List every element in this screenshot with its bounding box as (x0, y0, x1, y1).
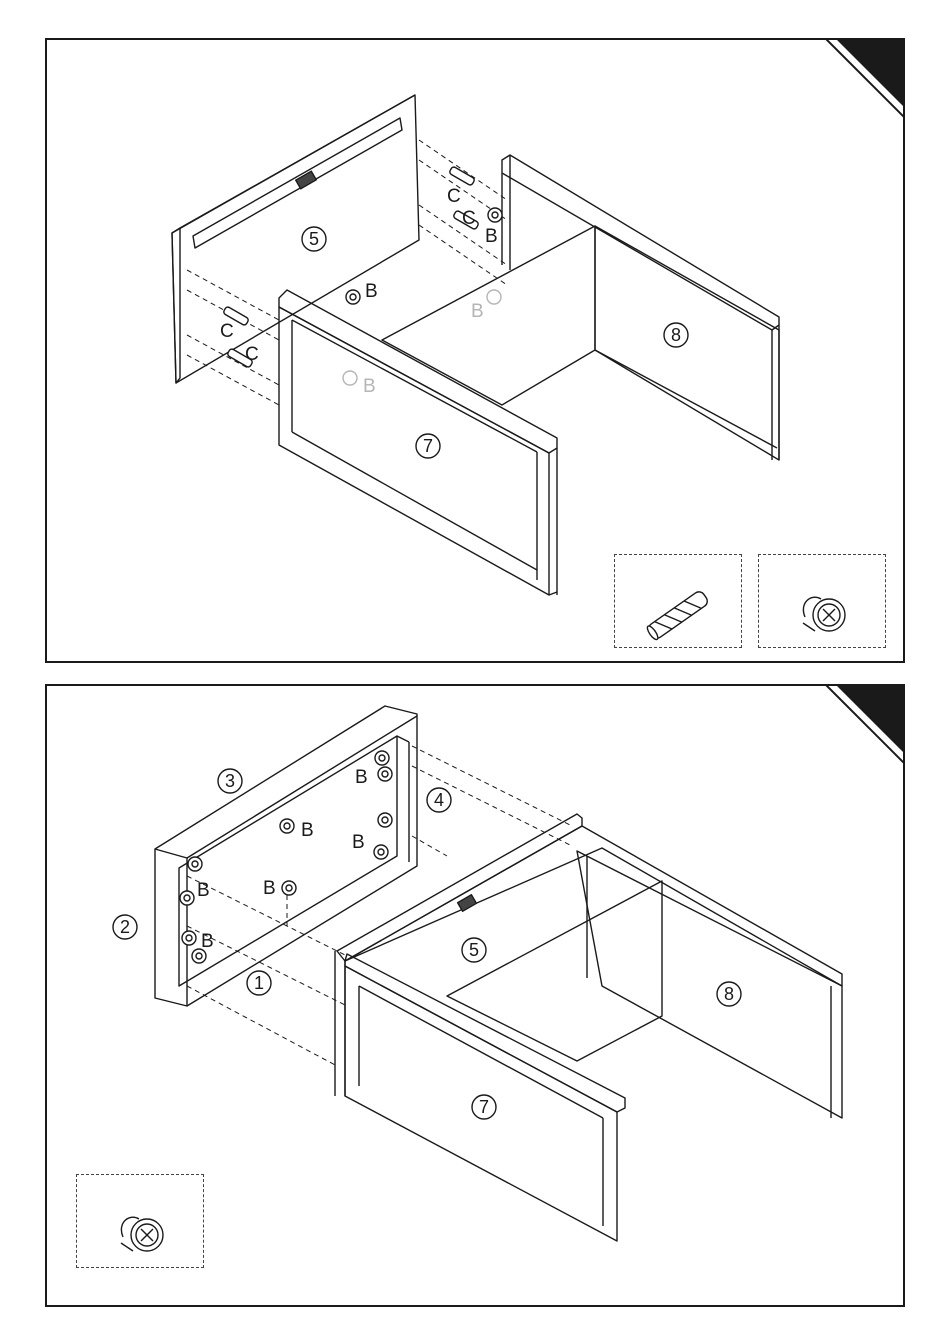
cam-lock-icon (77, 1175, 203, 1267)
step-panel-2: 3 4 2 1 5 8 7 B B B B B B (45, 684, 905, 1307)
panel-8-number: 8 (724, 984, 734, 1004)
hardware-c-label-1: C (447, 186, 461, 207)
panel-7-number: 7 (479, 1097, 489, 1117)
assembly-guide-lines (187, 140, 507, 405)
panel-5-number: 5 (469, 940, 479, 960)
cam-lock-inset-2 (76, 1174, 204, 1268)
dowel-inset (614, 554, 742, 648)
hardware-b-label-6: B (201, 931, 214, 952)
hardware-b-label-4: B (363, 376, 376, 397)
panel-7-number: 7 (423, 436, 433, 456)
hardware-c-label-4: C (245, 344, 259, 365)
hardware-b-label-4: B (197, 880, 210, 901)
hardware-b-label-3: B (471, 301, 484, 322)
hardware-b-label-2: B (301, 820, 314, 841)
hardware-b-label-1: B (355, 767, 368, 788)
step-panel-1: 5 8 7 C C B B B C C B (45, 38, 905, 663)
cam-lock-icon (759, 555, 885, 647)
panel-4-number: 4 (434, 790, 444, 810)
panel-8-board (502, 155, 779, 460)
wooden-dowel-icon (615, 555, 741, 647)
panel-7-board (279, 290, 557, 595)
cam-lock-inset-1 (758, 554, 886, 648)
hardware-b-label-1: B (485, 226, 498, 247)
hardware-c-label-2: C (462, 208, 476, 229)
panel-3-number: 3 (225, 771, 235, 791)
hardware-b-label-3: B (352, 832, 365, 853)
hardware-c-label-3: C (220, 321, 234, 342)
hardware-b-label-5: B (263, 878, 276, 899)
panel-2-number: 2 (120, 917, 130, 937)
panel-5-number: 5 (309, 229, 319, 249)
panel-8-number: 8 (671, 325, 681, 345)
hardware-b-label-2: B (365, 281, 378, 302)
panel-1-number: 1 (254, 973, 264, 993)
cabinet-body (335, 814, 842, 1241)
